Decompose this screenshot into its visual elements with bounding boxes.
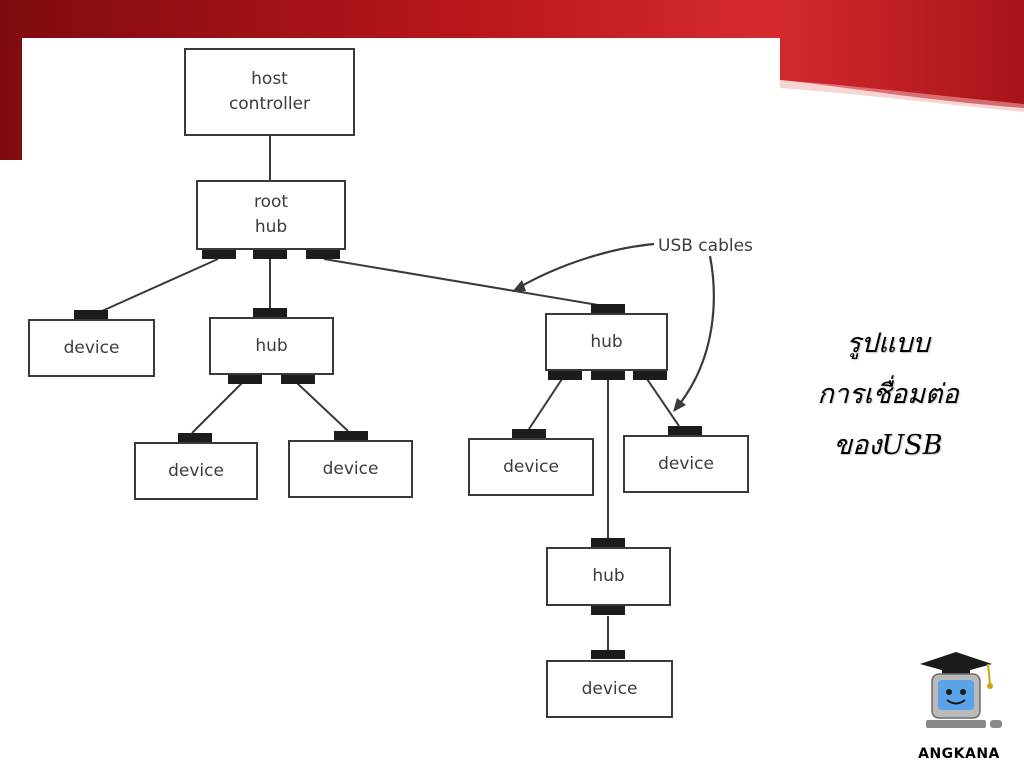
cable-hub2-device5 <box>646 378 680 427</box>
device-4-box: device <box>468 438 594 496</box>
hub-1-label: hub <box>255 335 288 356</box>
device-3-label: device <box>322 458 379 479</box>
hub-3-label: hub <box>592 566 625 586</box>
arrowhead-2 <box>673 398 686 412</box>
slide-caption: รูปแบบ การเชื่อมต่อ ของUSB <box>790 318 986 471</box>
device-2-port <box>178 433 212 442</box>
hub-1-port-1 <box>228 375 262 384</box>
device-5-label: device <box>658 453 714 474</box>
device-5-port <box>668 426 702 435</box>
usb-cables-label: USB cables <box>658 236 753 256</box>
usb-cables-arrow-1 <box>517 242 655 289</box>
hub-3-box: hub <box>546 547 671 606</box>
device-2-box: device <box>134 442 258 500</box>
hub-2-port-3 <box>633 371 667 380</box>
hub-2-port-2 <box>591 371 625 380</box>
cable-hub2-device4 <box>528 378 563 430</box>
device-1-port <box>74 310 108 319</box>
caption-line-1: รูปแบบ <box>846 328 930 359</box>
cable-root-device1 <box>92 258 219 316</box>
hub-1-port-2 <box>281 375 315 384</box>
cable-root-hub2 <box>323 258 605 307</box>
usb-topology-diagram: host controller root hub device hub devi… <box>22 38 780 738</box>
device-3-box: device <box>288 440 413 498</box>
root-hub-label: root hub <box>253 192 289 237</box>
root-hub-box: root hub <box>196 180 346 250</box>
device-6-port <box>591 650 625 659</box>
root-hub-port-2 <box>253 250 287 259</box>
hub-3-port-bottom <box>591 606 625 615</box>
device-4-label: device <box>503 456 559 477</box>
device-2-label: device <box>168 460 224 481</box>
hub-2-box: hub <box>545 313 668 371</box>
host-controller-label: host controller <box>228 69 311 114</box>
root-hub-port-1 <box>202 250 236 259</box>
title-banner <box>0 0 1024 160</box>
device-6-label: device <box>581 678 638 699</box>
hub-2-port-top <box>591 304 625 313</box>
logo-text: ANGKANA <box>918 746 1000 762</box>
device-1-label: device <box>63 337 120 358</box>
angkana-logo: ANGKANA <box>906 650 1012 762</box>
root-hub-port-3 <box>306 250 340 259</box>
caption-line-2: การเชื่อมต่อ <box>817 379 959 410</box>
host-controller-box: host controller <box>184 48 355 136</box>
arrowhead-1 <box>512 280 526 292</box>
cable-hub1-device3 <box>296 382 349 432</box>
hub-2-port-1 <box>548 371 582 380</box>
device-5-box: device <box>623 435 749 493</box>
hub-1-box: hub <box>209 317 334 375</box>
device-4-port <box>512 429 546 438</box>
device-1-box: device <box>28 319 155 377</box>
hub-1-port-top <box>253 308 287 317</box>
connection-lines <box>92 135 715 650</box>
device-6-box: device <box>546 660 673 718</box>
mascot-icon <box>920 652 1002 728</box>
usb-cables-arrow-2 <box>677 255 715 407</box>
cable-hub1-device2 <box>191 382 243 434</box>
caption-line-3: ของUSB <box>833 430 943 461</box>
hub-2-label: hub <box>590 331 623 352</box>
hub-3-port-top <box>591 538 625 547</box>
device-3-port <box>334 431 368 440</box>
